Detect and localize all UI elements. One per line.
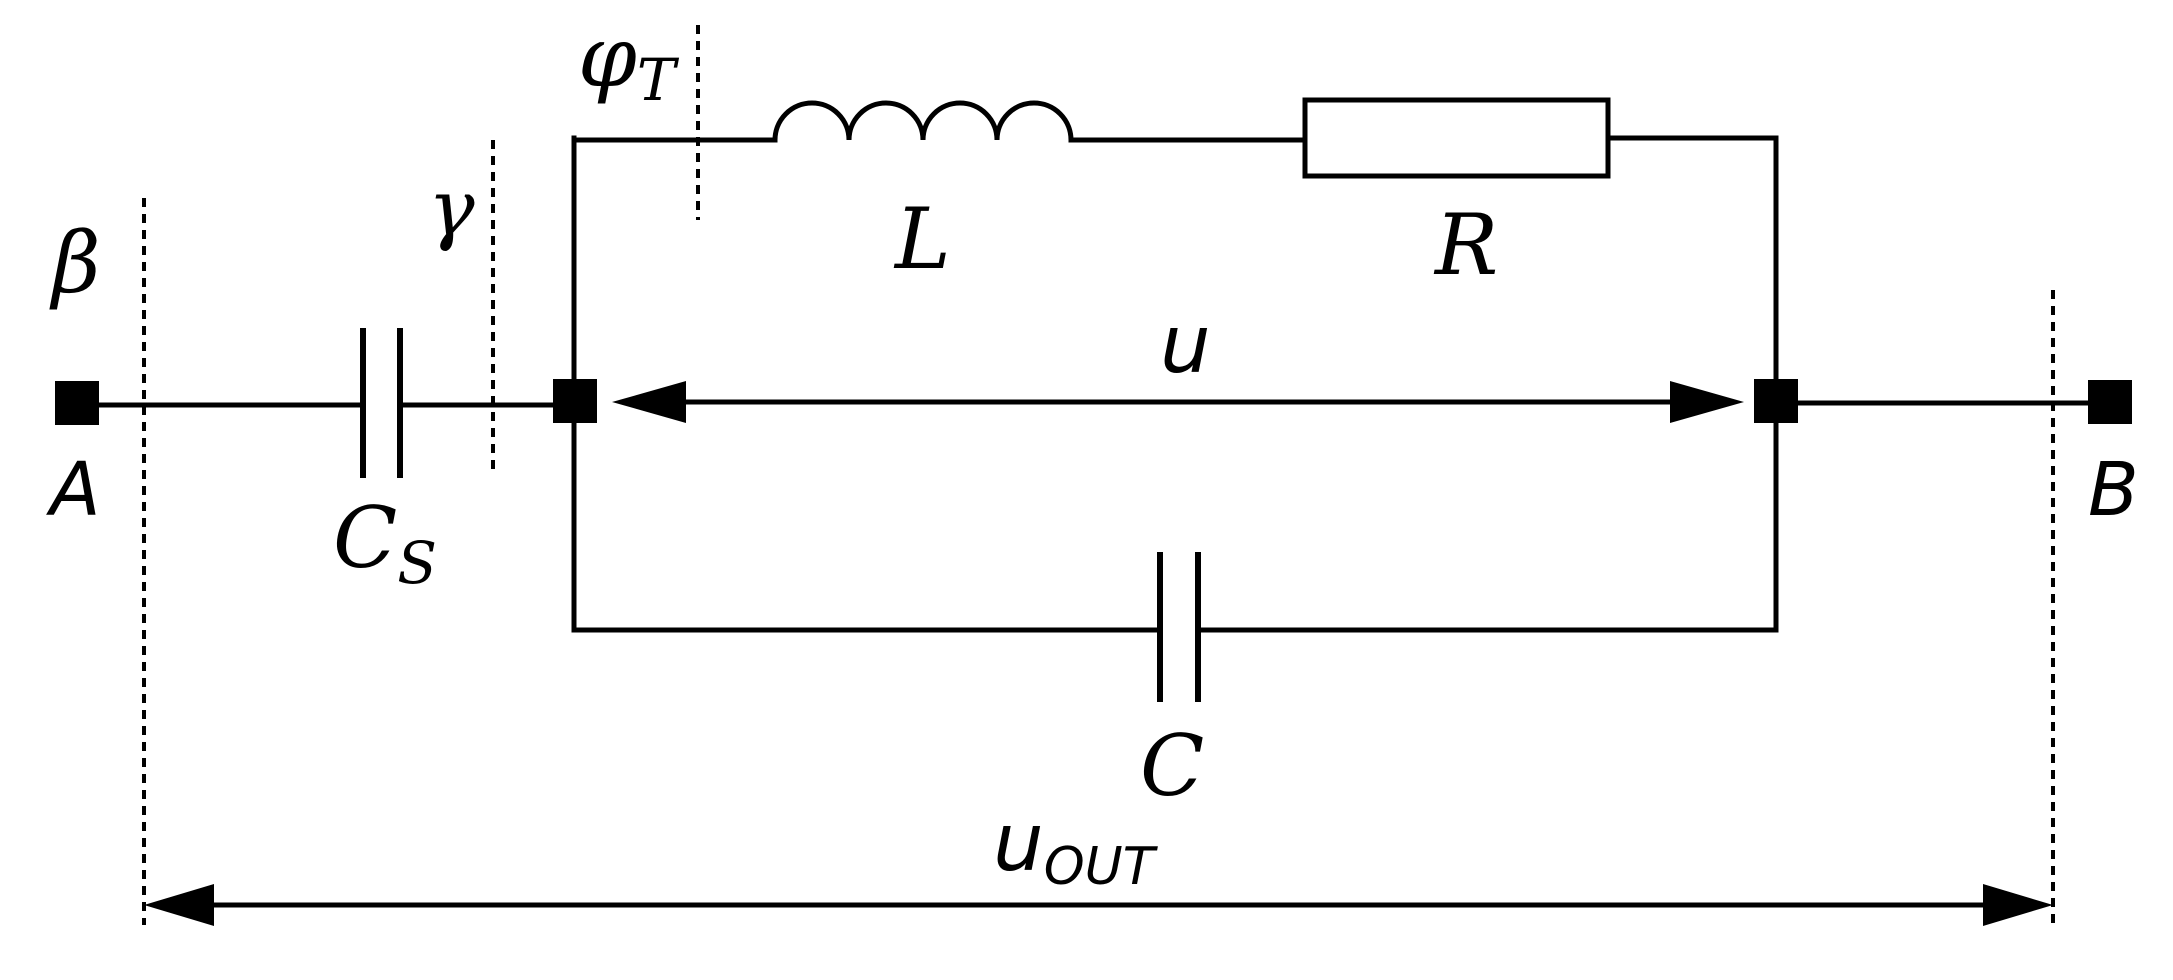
terminal-b-square (2088, 380, 2132, 424)
resistor-symbol (1302, 97, 1611, 179)
voltage-u-arrow (612, 381, 1744, 423)
terminals (55, 379, 2132, 425)
series-cap-label: CS (333, 489, 437, 597)
voltage-u-label: u (1160, 298, 1211, 391)
series-cap-symbol: C (333, 489, 397, 587)
terminal-b-label: B (2088, 447, 2139, 533)
inductor-symbol (772, 100, 1112, 143)
labels: A B β γ φT L R CS C u uOUT (46, 8, 2139, 897)
phi-symbol: φ (578, 8, 637, 106)
voltage-out-symbol: u (993, 796, 1044, 889)
phi-t-label: φT (578, 8, 680, 114)
terminal-a-square (55, 381, 99, 425)
beta-label: β (49, 214, 101, 312)
gamma-label: γ (428, 164, 475, 254)
node-left-square (553, 379, 597, 423)
phi-subscript: T (637, 46, 680, 114)
resistor-label: R (1433, 196, 1498, 294)
voltage-out-subscript: OUT (1044, 837, 1159, 897)
node-right-square (1754, 379, 1798, 423)
parallel-capacitor-symbol (1157, 552, 1201, 702)
terminal-a-label: A (46, 447, 101, 533)
arrowhead-left (612, 381, 686, 423)
series-capacitor-symbol (360, 328, 403, 478)
series-cap-subscript: S (397, 529, 437, 597)
reference-planes (142, 25, 2055, 925)
voltage-out-label: uOUT (993, 796, 1159, 897)
arrowhead-right (1983, 884, 2053, 926)
arrowhead-left (144, 884, 214, 926)
arrowhead-right (1670, 381, 1744, 423)
voltage-out-arrow (144, 884, 2053, 926)
inductor-label: L (893, 190, 951, 288)
parallel-cap-label: C (1140, 717, 1204, 815)
